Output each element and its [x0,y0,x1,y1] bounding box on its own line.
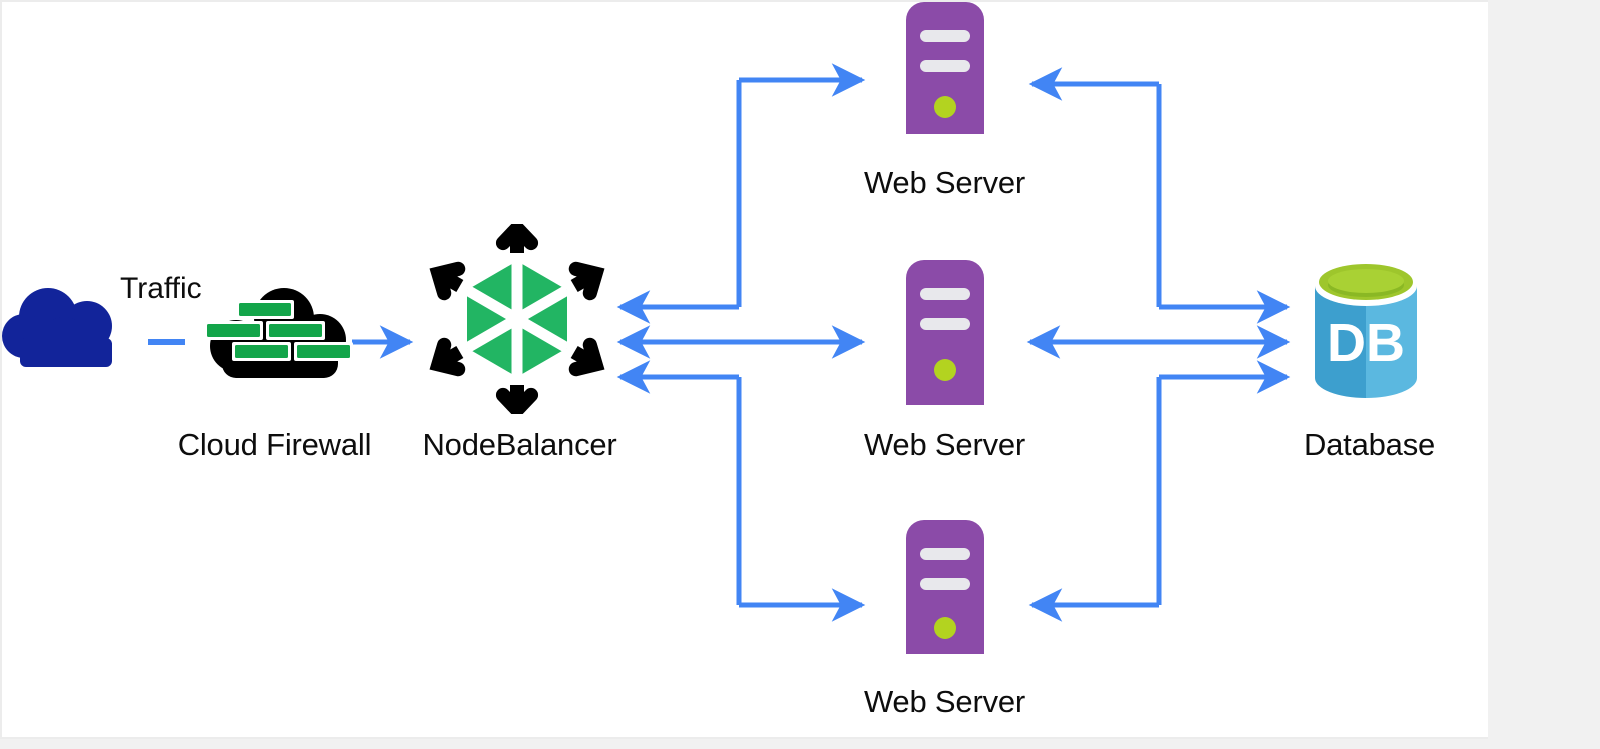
database-label: Database [1303,427,1436,462]
web-server-top-label: Web Server [863,165,1026,200]
diagram-panel: DB Traffic Cloud Firewall NodeBalancer W… [0,0,1488,739]
server-icon[interactable] [902,520,988,659]
web-server-bottom-label: Web Server [863,684,1026,719]
database-glyph: DB [1327,313,1405,373]
server-icon[interactable] [902,2,988,139]
traffic-label: Traffic [120,272,202,305]
cloud-icon[interactable] [2,280,152,385]
database-icon[interactable]: DB [1307,264,1425,409]
nodebalancer-icon[interactable] [427,218,607,420]
web-server-middle-label: Web Server [863,427,1026,462]
nodebalancer-label: NodeBalancer [422,427,617,462]
firewall-icon[interactable] [192,284,360,395]
connector-layer [148,63,1291,622]
cloud-firewall-label: Cloud Firewall [177,427,372,462]
server-icon[interactable] [902,260,988,410]
